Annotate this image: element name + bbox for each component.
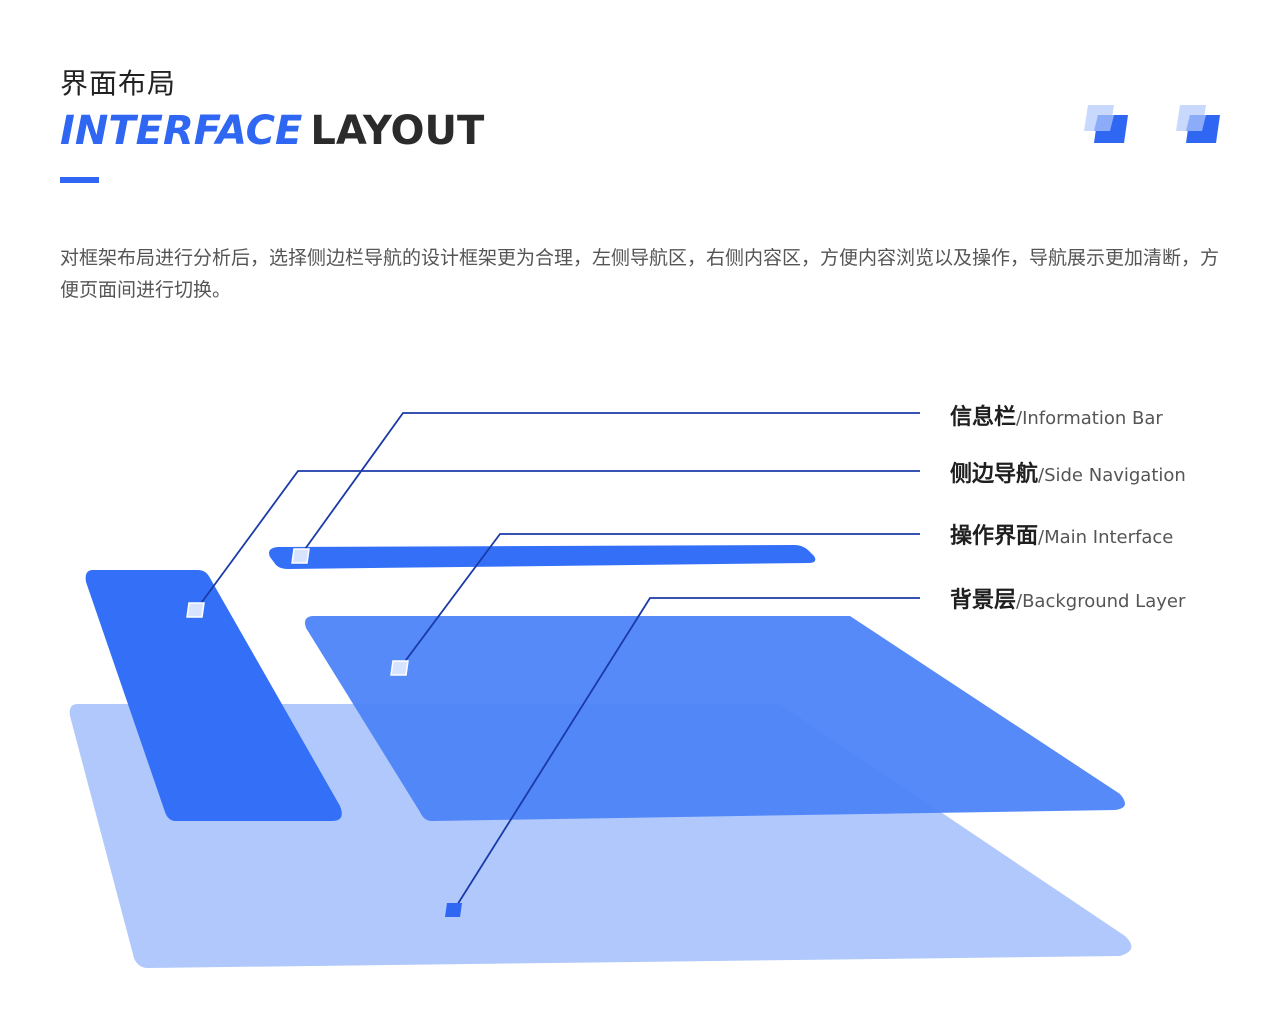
title-underline — [60, 177, 99, 183]
layer-label-en: /Information Bar — [1016, 408, 1163, 429]
layer-label-cn: 侧边导航 — [950, 462, 1039, 487]
layer-label-cn: 信息栏 — [950, 405, 1017, 430]
leader-line-main-interface — [399, 533, 920, 669]
layer-label-en: /Main Interface — [1038, 527, 1174, 548]
decor-squares-icon-right — [1176, 105, 1220, 143]
anchor-marker-main-interface — [390, 660, 409, 676]
layer-label-cn: 操作界面 — [950, 524, 1039, 549]
layer-label-en: /Side Navigation — [1038, 465, 1186, 486]
subtitle-dark-word: LAYOUT — [310, 108, 485, 154]
layer-label-en: /Background Layer — [1016, 591, 1186, 612]
description-text: 对框架布局进行分析后，选择侧边栏导航的设计框架更为合理，左侧导航区，右侧内容区，… — [60, 247, 1220, 301]
main-interface-shape — [305, 616, 1125, 821]
layer-label-cn: 背景层 — [950, 588, 1017, 613]
layer-label-information-bar: 信息栏/Information Bar — [950, 399, 1163, 431]
layer-label-main-interface: 操作界面/Main Interface — [950, 518, 1173, 550]
page-title: 界面布局 — [60, 67, 177, 100]
background-layer-shape — [69, 704, 1132, 968]
decor-squares-icon-left — [1084, 105, 1128, 143]
leader-line-information-bar — [299, 412, 920, 557]
subtitle-accent-word: INTERFACE — [60, 108, 303, 154]
layer-label-side-navigation: 侧边导航/Side Navigation — [950, 456, 1186, 488]
anchor-marker-information-bar — [291, 548, 310, 564]
layer-label-background-layer: 背景层/Background Layer — [950, 582, 1185, 614]
side-navigation-shape — [85, 570, 342, 821]
leader-line-side-navigation — [195, 470, 920, 611]
anchor-marker-side-navigation — [186, 602, 205, 618]
anchor-marker-background-layer — [445, 903, 462, 917]
information-bar-shape — [269, 545, 816, 569]
leader-line-background-layer — [453, 597, 920, 911]
